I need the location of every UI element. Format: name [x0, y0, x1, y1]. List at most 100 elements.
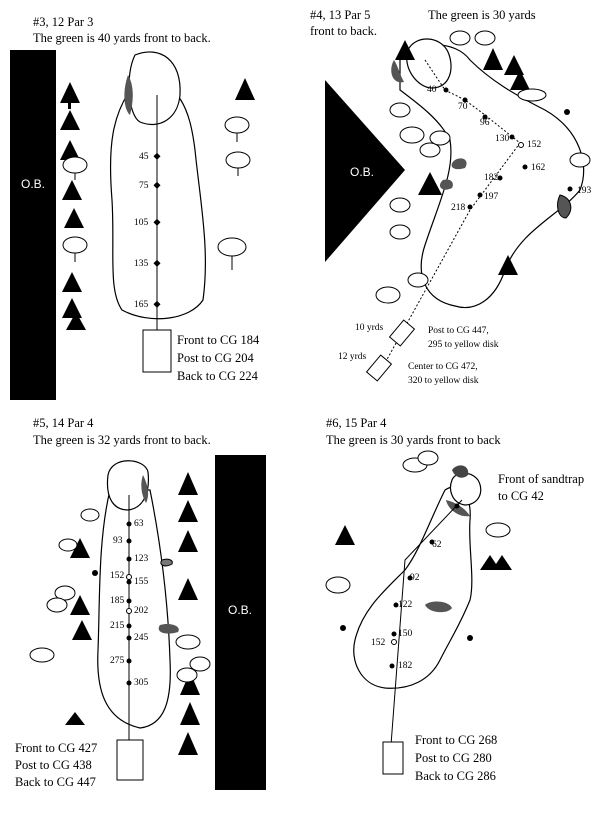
marker-label: 245 — [134, 633, 149, 643]
sand-bunker — [439, 179, 453, 190]
sand-bunker — [425, 601, 452, 613]
front-distance: Front to CG 427 — [15, 741, 98, 755]
fairway-outline — [353, 486, 473, 689]
distance-marker-dots — [92, 521, 132, 686]
post-distance: Post to CG 447, — [428, 326, 489, 336]
tee-box — [388, 319, 416, 347]
tree-icon — [395, 40, 530, 275]
deciduous-tree-icon — [29, 508, 211, 683]
marker-label: 215 — [110, 621, 125, 631]
marker-label: 122 — [398, 600, 413, 610]
post-distance: Post to CG 438 — [15, 758, 92, 772]
hole-title: #4, 13 Par 5 — [310, 8, 371, 22]
sand-bunker — [391, 60, 404, 83]
out-of-bounds-zone — [325, 80, 405, 262]
distance-marker-dots — [443, 87, 573, 210]
post-yellow-disk: 295 to yellow disk — [428, 340, 499, 350]
front-distance: Front to CG 268 — [415, 733, 498, 747]
deciduous-tree-icon — [62, 116, 251, 270]
ob-label: O.B. — [228, 603, 252, 617]
green-note: The green is 40 yards front to back. — [33, 31, 211, 45]
marker-label: 63 — [134, 519, 144, 529]
hole-title: #5, 14 Par 4 — [33, 416, 94, 430]
green-outline — [449, 472, 482, 506]
marker-label: 152 — [110, 571, 125, 581]
marker-label: 62 — [432, 540, 442, 550]
marker-label: 40 — [427, 85, 437, 95]
sand-bunker — [452, 465, 469, 478]
center-yellow-disk: 320 to yellow disk — [408, 376, 479, 386]
marker-label: 165 — [134, 300, 149, 310]
post-distance: Post to CG 204 — [177, 351, 254, 365]
marker-label: 96 — [480, 118, 490, 128]
tee-box — [365, 354, 393, 382]
sand-bunker — [557, 194, 572, 219]
back-distance: Back to CG 224 — [177, 369, 258, 383]
out-of-bounds-zone — [10, 50, 56, 400]
ob-label: O.B. — [21, 177, 45, 191]
tee-box — [142, 329, 172, 373]
marker-label: 305 — [134, 678, 149, 688]
marker-label: 197 — [484, 192, 499, 202]
tree-icon — [335, 525, 512, 570]
fairway-route-line — [390, 499, 463, 746]
sand-bunker — [158, 623, 179, 634]
out-of-bounds-zone — [215, 455, 266, 790]
tree-icon — [60, 78, 255, 330]
green-note: The green is 30 yards front to back — [326, 433, 501, 447]
fairway-outline — [109, 77, 207, 320]
fairway-outline — [97, 489, 171, 729]
marker-label: 193 — [577, 186, 592, 196]
sandtrap-distance: to CG 42 — [498, 489, 544, 503]
deciduous-tree-icon — [375, 30, 591, 304]
marker-label: 150 — [398, 629, 413, 639]
marker-label: 123 — [134, 554, 149, 564]
marker-label: 45 — [139, 152, 149, 162]
tree-icon — [65, 472, 200, 755]
marker-label: 218 — [451, 203, 466, 213]
hole-5-14-map: O.B. — [29, 455, 266, 790]
tee-label: 12 yrds — [338, 352, 367, 362]
hole-title: #6, 15 Par 4 — [326, 416, 387, 430]
marker-label: 152 — [527, 140, 542, 150]
distance-marker-dots — [153, 152, 161, 308]
back-distance: Back to CG 447 — [15, 775, 96, 789]
post-distance: Post to CG 280 — [415, 751, 492, 765]
marker-label: 152 — [371, 638, 386, 648]
front-distance: Front to CG 184 — [177, 333, 260, 347]
marker-label: 92 — [410, 573, 420, 583]
hole-3-12-map: O.B. — [10, 50, 255, 400]
sand-bunker — [451, 158, 467, 170]
green-note: The green is 32 yards front to back. — [33, 433, 211, 447]
hole-4-13-map: O.B. — [325, 30, 591, 382]
ob-label: O.B. — [350, 165, 374, 179]
marker-label: 182 — [484, 173, 499, 183]
marker-label: 75 — [139, 181, 149, 191]
marker-label: 155 — [134, 577, 149, 587]
green-note: The green is 30 yards — [428, 8, 536, 22]
hole-title: #3, 12 Par 3 — [33, 15, 94, 29]
back-distance: Back to CG 286 — [415, 769, 496, 783]
tee-label: 10 yrds — [355, 323, 384, 333]
green-note-line2: front to back. — [310, 24, 377, 38]
marker-label: 93 — [113, 536, 123, 546]
marker-label: 105 — [134, 218, 149, 228]
tee-box — [116, 739, 144, 781]
marker-label: 275 — [110, 656, 125, 666]
sand-bunker — [124, 75, 133, 115]
center-distance: Center to CG 472, — [408, 362, 478, 372]
marker-label: 130 — [495, 134, 510, 144]
marker-label: 135 — [134, 259, 149, 269]
sand-bunker — [141, 475, 149, 503]
tee-box — [382, 741, 404, 775]
sandtrap-note: Front of sandtrap — [498, 472, 585, 486]
marker-label: 185 — [110, 596, 125, 606]
distance-marker-dots — [340, 503, 473, 669]
sand-bunker — [160, 558, 173, 567]
marker-label: 70 — [458, 102, 468, 112]
deciduous-tree-icon — [325, 450, 511, 594]
marker-label: 202 — [134, 606, 149, 616]
marker-label: 162 — [531, 163, 546, 173]
green-outline — [406, 38, 452, 89]
